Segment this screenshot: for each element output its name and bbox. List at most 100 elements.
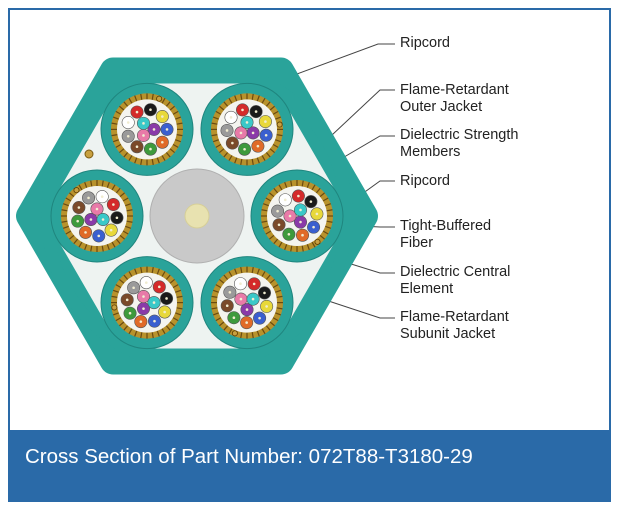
strength-yarn (272, 143, 279, 148)
strength-yarn (272, 284, 279, 289)
fiber-core (142, 295, 145, 298)
strength-yarn (101, 180, 104, 187)
strength-yarn (322, 230, 329, 235)
fiber-core (89, 218, 93, 221)
fiber-core (125, 298, 129, 302)
strength-yarn (265, 325, 271, 331)
strength-yarn (234, 157, 238, 164)
strength-yarn (223, 274, 229, 281)
cable-body (16, 57, 378, 375)
fiber-core (142, 122, 145, 125)
fiber-core (263, 291, 266, 295)
subunit-3 (250, 169, 344, 263)
strength-yarn (211, 295, 218, 298)
label-subunit-jacket-line1: Flame-Retardant (400, 309, 509, 325)
strength-yarn (261, 97, 266, 104)
strength-yarn (112, 139, 120, 143)
cable-cross-section-diagram: Ripcord Flame-Retardant Outer Jacket Die… (10, 10, 609, 430)
strength-yarn (174, 289, 182, 293)
fiber-core (84, 231, 87, 234)
strength-yarn (119, 279, 125, 284)
strength-yarn (134, 157, 138, 164)
strength-yarn (322, 197, 329, 202)
fiber-core (245, 308, 249, 311)
strength-yarn (211, 122, 218, 125)
strength-yarn (151, 158, 154, 165)
strength-yarn (84, 243, 88, 251)
fiber-core (254, 110, 258, 113)
strength-yarn (278, 184, 283, 191)
strength-yarn (256, 157, 260, 164)
strength-yarn (269, 192, 275, 198)
strength-yarn (174, 139, 182, 143)
fiber-core (112, 203, 115, 206)
ripcord-subunit (73, 187, 80, 194)
fiber-core (165, 297, 168, 300)
strength-yarn (228, 97, 233, 104)
label-central-element: Dielectric Central Element (400, 264, 510, 298)
fiber-core (126, 134, 130, 138)
strength-yarn (228, 271, 233, 277)
strength-yarn (240, 158, 243, 165)
fiber-core (163, 310, 166, 314)
strength-yarn (176, 295, 183, 298)
fiber-core (283, 198, 287, 202)
strength-yarn (274, 116, 282, 120)
strength-yarn (278, 241, 283, 248)
strength-yarn (251, 93, 254, 100)
strength-yarn (326, 220, 333, 223)
strength-yarn (106, 243, 110, 251)
strength-yarn (256, 268, 260, 275)
fiber-core (161, 115, 164, 118)
label-strength-members: Dielectric Strength Members (400, 127, 518, 161)
label-strength-members-line1: Dielectric Strength (400, 127, 519, 143)
strength-yarn (276, 307, 283, 310)
strength-yarn (211, 307, 218, 310)
strength-yarn (172, 317, 179, 322)
fiber-core (239, 297, 243, 301)
fiber-core (76, 219, 79, 223)
fiber-core (243, 147, 246, 151)
strength-yarn (262, 203, 270, 207)
label-outer-jacket-line1: Flame-Retardant (400, 82, 509, 98)
strength-yarn (324, 203, 332, 207)
strength-yarn (219, 148, 225, 153)
ripcord-subunit (156, 95, 163, 102)
strength-yarn (111, 134, 118, 137)
fiber-core (299, 220, 302, 224)
strength-yarn (161, 328, 166, 335)
fiber-core (77, 206, 81, 209)
caption-text: Cross Section of Part Number: 072T88-T31… (25, 445, 473, 468)
strength-yarn (215, 110, 222, 115)
strength-yarn (215, 143, 222, 148)
strength-yarn (290, 180, 293, 187)
strength-yarn (251, 332, 254, 339)
label-subunit-jacket-line2: Subunit Jacket (400, 326, 496, 342)
strength-yarn (219, 279, 225, 284)
strength-yarn (62, 225, 70, 229)
strength-yarn (169, 321, 175, 327)
fiber-core (301, 233, 304, 237)
strength-yarn (265, 101, 271, 107)
fiber-core (312, 225, 315, 229)
fiber-core (145, 281, 148, 284)
label-ripcord-mid-text: Ripcord (400, 173, 450, 189)
strength-yarn (111, 295, 118, 298)
strength-yarn (169, 105, 175, 111)
strength-yarn (123, 101, 129, 107)
strength-yarn (212, 116, 220, 120)
strength-yarn (276, 134, 283, 137)
fiber-core (128, 311, 132, 315)
label-ripcord-top: Ripcord (400, 35, 450, 52)
strength-yarn (90, 180, 93, 187)
strength-yarn (165, 325, 171, 331)
strength-yarn (151, 93, 154, 100)
strength-yarn (272, 110, 279, 115)
strength-yarn (161, 271, 166, 277)
fiber-core (241, 108, 244, 112)
strength-yarn (65, 197, 72, 202)
subunit-6 (50, 169, 144, 263)
fiber-core (277, 223, 281, 227)
strength-yarn (128, 271, 133, 277)
strength-yarn (140, 332, 143, 339)
